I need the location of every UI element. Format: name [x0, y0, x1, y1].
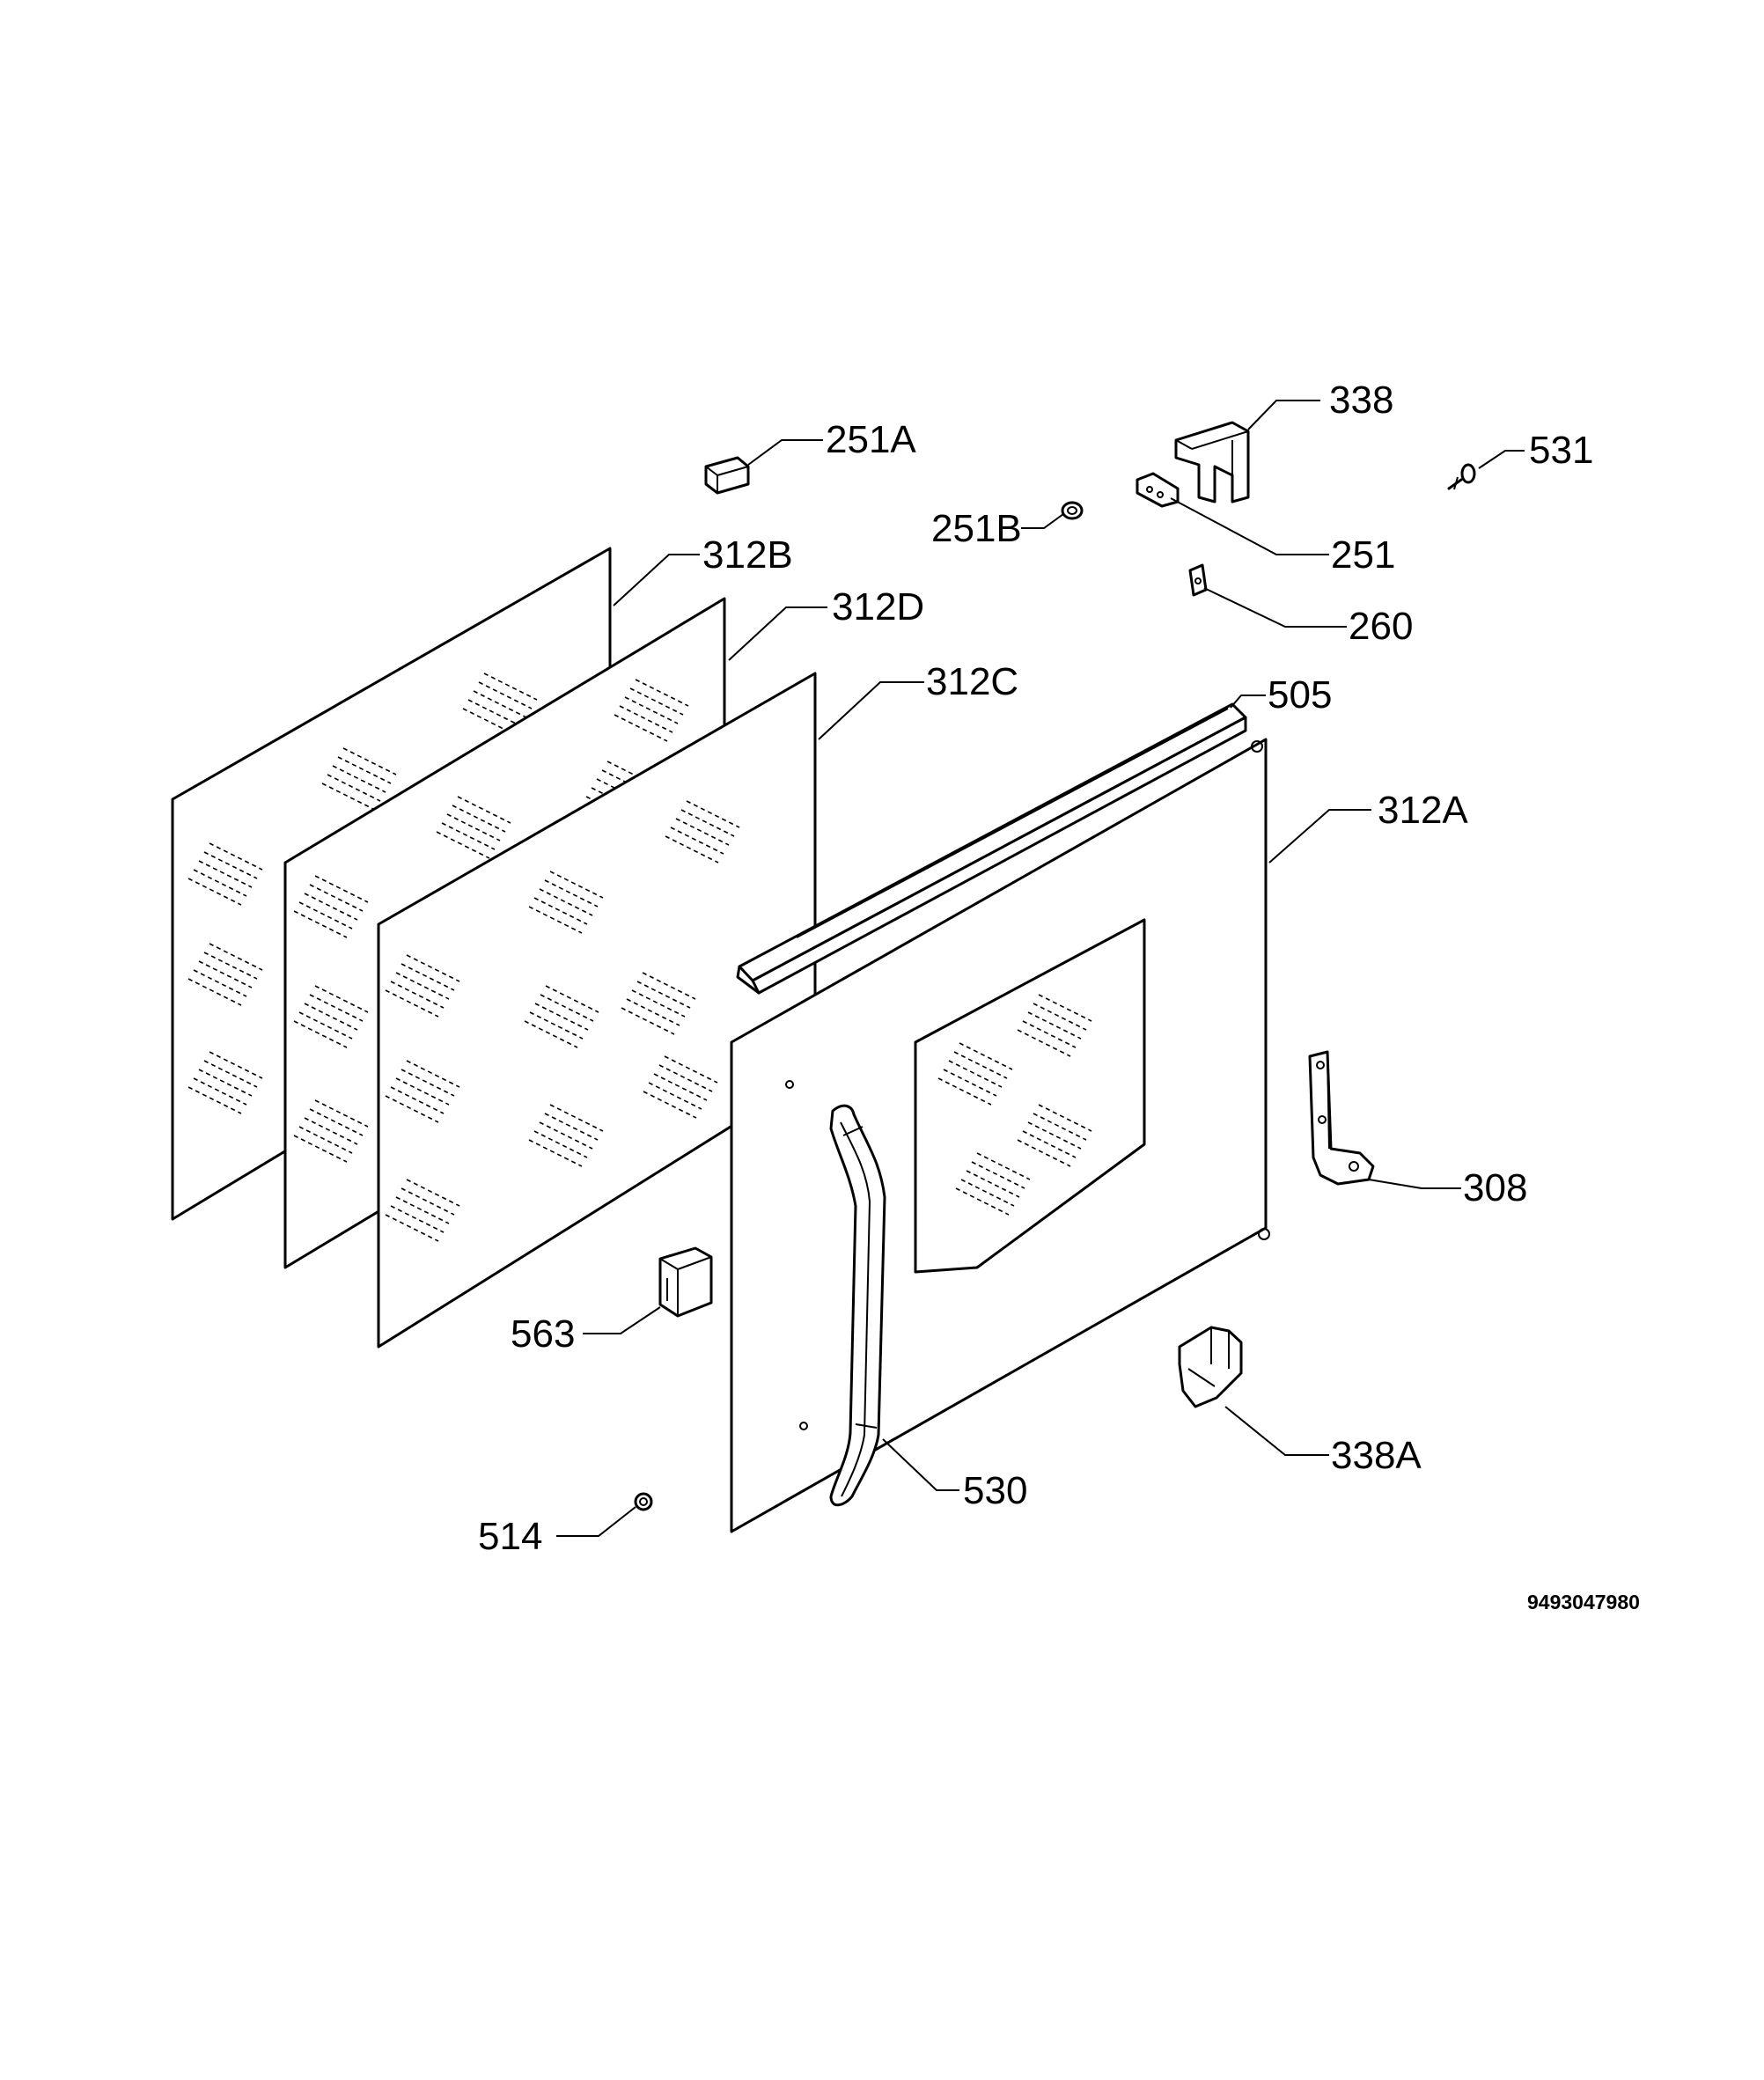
label-260: 260 [1349, 605, 1413, 648]
label-308: 308 [1463, 1166, 1527, 1209]
leader-lines [556, 400, 1525, 1537]
label-312a: 312A [1378, 789, 1468, 832]
part-338-hinge-cover [1174, 421, 1250, 503]
part-251b-nut [1061, 501, 1084, 520]
part-308-hinge [1308, 1050, 1375, 1186]
part-338a-hinge-cover [1178, 1326, 1243, 1408]
part-260-plate [1188, 563, 1208, 597]
label-514: 514 [478, 1515, 542, 1558]
label-338a: 338A [1331, 1434, 1422, 1477]
label-251b: 251B [931, 507, 1022, 550]
part-563-block [658, 1246, 713, 1318]
part-514-nut [634, 1492, 653, 1511]
label-251: 251 [1331, 533, 1395, 577]
door-top-profile-505 [736, 702, 1247, 995]
label-531: 531 [1529, 429, 1593, 472]
label-312c: 312C [926, 660, 1018, 703]
label-312b: 312B [702, 533, 793, 577]
label-530: 530 [963, 1469, 1027, 1512]
document-number: 9493047980 [1527, 1591, 1640, 1613]
part-251a-block [704, 456, 750, 495]
label-563: 563 [511, 1312, 575, 1356]
door-handle-530 [829, 1104, 886, 1507]
label-312d: 312D [832, 585, 924, 628]
part-251-clip [1136, 472, 1180, 508]
part-531-screw [1447, 463, 1476, 490]
label-338: 338 [1329, 379, 1393, 422]
label-251a: 251A [826, 418, 916, 461]
label-505: 505 [1268, 673, 1332, 717]
